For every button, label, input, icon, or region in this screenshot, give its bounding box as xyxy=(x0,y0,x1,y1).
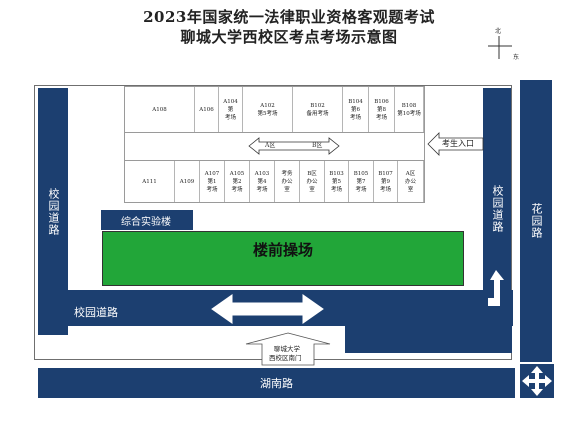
sports-field-label: 楼前操场 xyxy=(252,241,313,259)
gate-label-line2: 西校区南门 xyxy=(269,354,302,362)
campus-road-left-label: 校园道路 xyxy=(47,187,60,236)
lab-building: 综合实验楼 xyxy=(101,210,193,230)
map-subtitle: 聊城大学西校区考点考场示意图 xyxy=(180,28,398,46)
corridor-a-label: A区 xyxy=(265,142,276,149)
sports-field: 楼前操场 xyxy=(102,231,464,286)
entrance-arrow: 考生入口 xyxy=(427,132,485,156)
room-br-4: A103 第4 考场 xyxy=(250,161,275,202)
map-title: 2023年国家统一法律职业资格客观题考试 xyxy=(143,8,435,26)
room-br-9: B107 第9 考场 xyxy=(374,161,398,202)
road-segment-south xyxy=(345,326,512,353)
room-br-7: B103 第5 考场 xyxy=(325,161,349,202)
room-br-1: A109 xyxy=(175,161,200,202)
room-tr-0: A108 xyxy=(125,87,195,132)
room-br-0: A111 xyxy=(125,161,175,202)
campus-road-bottom-label: 校园道路 xyxy=(74,306,118,319)
room-tr-7: B108 第10考场 xyxy=(395,87,424,132)
room-br-3: A105 第2 考场 xyxy=(225,161,250,202)
room-br-5: 考务 办公 室 xyxy=(275,161,300,202)
room-br-2: A107 第1 考场 xyxy=(200,161,225,202)
campus-road-right-label: 校园道路 xyxy=(491,185,504,233)
room-br-8: B105 第7 考场 xyxy=(349,161,374,202)
garden-road-label: 花园路 xyxy=(530,203,543,239)
room-tr-1: A106 xyxy=(195,87,219,132)
room-tr-4: B102 备用考场 xyxy=(293,87,343,132)
south-gate: 聊城大学 西校区南门 xyxy=(238,332,338,366)
corridor-b-label: B区 xyxy=(312,142,323,149)
hunan-road: 湖南路 xyxy=(38,368,515,398)
entrance-arrow-icon xyxy=(427,132,484,156)
room-br-6: B区 办公 室 xyxy=(300,161,325,202)
up-arrow-icon xyxy=(488,270,504,306)
room-tr-2: A104 第 考场 xyxy=(219,87,243,132)
lab-building-label: 综合实验楼 xyxy=(121,217,171,228)
compass-north: 北 xyxy=(495,28,502,35)
room-tr-5: B104 第6 考场 xyxy=(343,87,369,132)
campus-road-left: 校园道路 xyxy=(38,88,68,335)
gate-label-line1: 聊城大学 xyxy=(274,345,300,353)
compass-icon xyxy=(488,36,512,59)
room-tr-3: A102 第5考场 xyxy=(243,87,293,132)
compass-east: 东 xyxy=(513,54,520,61)
gate-arrow-icon xyxy=(245,332,331,366)
garden-road: 花园路 xyxy=(520,80,552,362)
compass: 北 东 xyxy=(486,28,520,61)
corridor: A区 B区 xyxy=(125,133,424,160)
room-tr-6: B106 第8 考场 xyxy=(369,87,395,132)
entrance-label: 考生入口 xyxy=(442,139,474,148)
road-double-arrow-icon xyxy=(211,294,324,324)
hunan-road-label: 湖南路 xyxy=(260,377,293,390)
corridor-arrow-icon xyxy=(248,137,340,155)
four-way-arrow-icon xyxy=(520,364,554,398)
room-br-10: A区 办公 室 xyxy=(398,161,424,202)
